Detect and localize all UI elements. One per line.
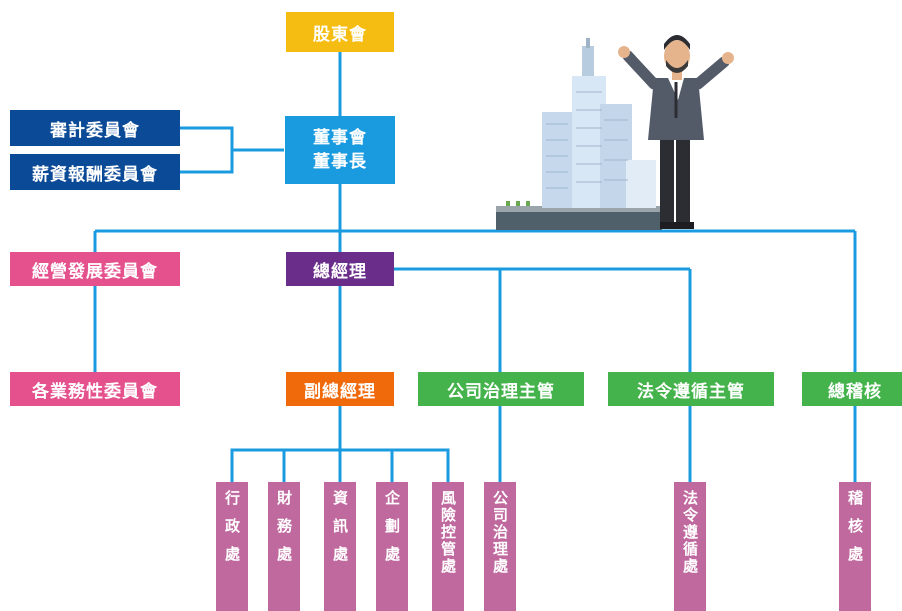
board-box: 董事會 董事長 bbox=[285, 116, 395, 184]
planning-dept-label: 企劃處 bbox=[383, 490, 401, 574]
vice-president-label: 副總經理 bbox=[304, 381, 376, 402]
finance-dept-label: 財務處 bbox=[275, 490, 293, 574]
chief-auditor-box: 總稽核 bbox=[802, 372, 902, 406]
chief-auditor-label: 總稽核 bbox=[828, 381, 882, 402]
vice-president-box: 副總經理 bbox=[286, 372, 394, 406]
board-label: 董事會 bbox=[313, 128, 367, 148]
remuneration-committee-box: 薪資報酬委員會 bbox=[10, 154, 180, 190]
governance-officer-label: 公司治理主管 bbox=[447, 381, 555, 402]
risk-dept-label: 風險控管處 bbox=[439, 490, 457, 575]
compliance-dept-label: 法令遵循處 bbox=[681, 490, 699, 575]
admin-dept-box: 行政處 bbox=[216, 482, 248, 611]
business-illustration bbox=[496, 35, 734, 230]
planning-dept-box: 企劃處 bbox=[376, 482, 408, 611]
remuneration-committee-label: 薪資報酬委員會 bbox=[32, 164, 158, 185]
illustration-base bbox=[496, 210, 662, 230]
audit-dept-label: 稽核處 bbox=[846, 490, 864, 574]
president-label: 總經理 bbox=[313, 261, 367, 282]
business-development-committee-box: 經營發展委員會 bbox=[10, 252, 180, 286]
president-box: 總經理 bbox=[286, 252, 394, 286]
audit-committee-label: 審計委員會 bbox=[50, 120, 140, 141]
business-development-committee-label: 經營發展委員會 bbox=[32, 261, 158, 282]
shareholders-box: 股東會 bbox=[286, 12, 394, 52]
shareholders-label: 股東會 bbox=[313, 24, 367, 45]
it-dept-box: 資訊處 bbox=[324, 482, 356, 611]
admin-dept-label: 行政處 bbox=[223, 490, 241, 574]
compliance-officer-box: 法令遵循主管 bbox=[608, 372, 774, 406]
functional-committees-label: 各業務性委員會 bbox=[32, 381, 158, 402]
it-dept-label: 資訊處 bbox=[331, 490, 349, 574]
chairman-label: 董事長 bbox=[313, 152, 367, 172]
audit-dept-box: 稽核處 bbox=[839, 482, 871, 611]
building-right bbox=[626, 160, 656, 208]
businessman-figure bbox=[618, 35, 734, 229]
risk-dept-box: 風險控管處 bbox=[432, 482, 464, 611]
building-left bbox=[542, 112, 572, 208]
governance-dept-box: 公司治理處 bbox=[484, 482, 516, 611]
governance-dept-label: 公司治理處 bbox=[491, 490, 509, 575]
compliance-officer-label: 法令遵循主管 bbox=[637, 381, 745, 402]
compliance-dept-box: 法令遵循處 bbox=[674, 482, 706, 611]
connector-committees-board bbox=[180, 126, 234, 174]
audit-committee-box: 審計委員會 bbox=[10, 110, 180, 146]
finance-dept-box: 財務處 bbox=[268, 482, 300, 611]
governance-officer-box: 公司治理主管 bbox=[418, 372, 584, 406]
functional-committees-box: 各業務性委員會 bbox=[10, 372, 180, 406]
